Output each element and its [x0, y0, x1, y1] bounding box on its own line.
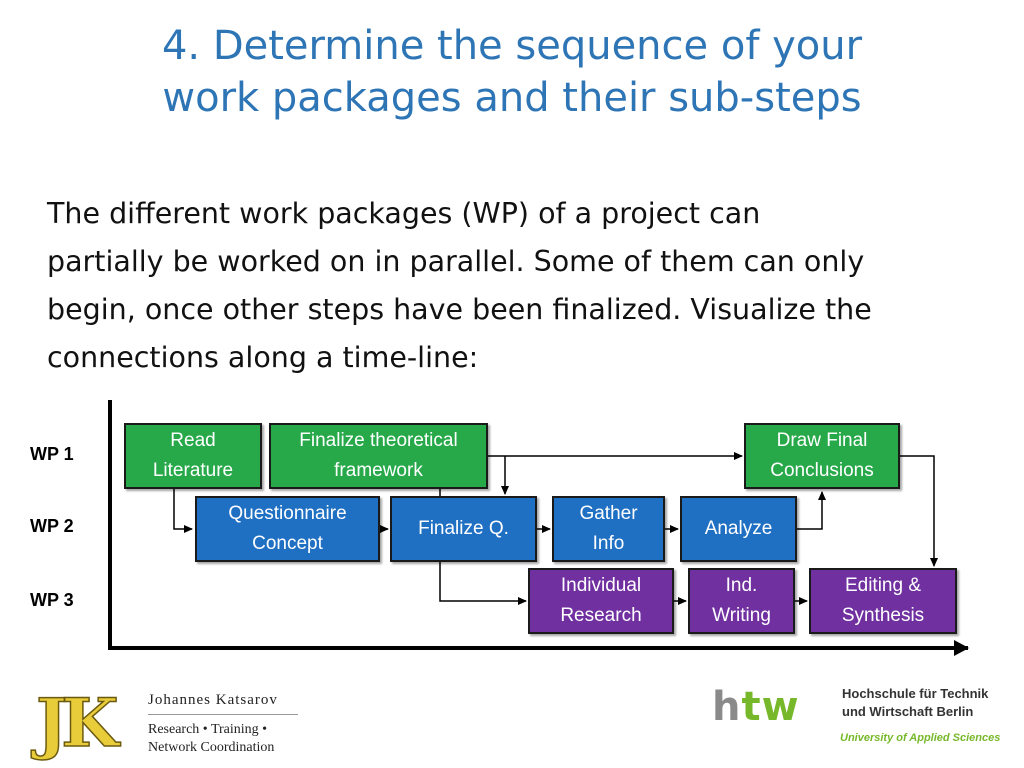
box-gather-info: Gather Info [552, 496, 665, 562]
slide-title-line-2: work packages and their sub-steps [162, 75, 862, 121]
htw-logo-line-1: Hochschule für Technik [842, 686, 989, 701]
htw-logo: htw Hochschule für Technik und Wirtschaf… [712, 682, 1002, 752]
htw-logo-line-3: University of Applied Sciences [840, 732, 1001, 744]
box-draw-final-conclusions: Draw Final Conclusions [744, 423, 900, 489]
jk-logo-letters: JK [35, 683, 119, 763]
box-ind-writing: Ind. Writing [688, 568, 795, 634]
jk-logo-tagline-2: Network Coordination [148, 740, 275, 755]
box-individual-research: Individual Research [528, 568, 674, 634]
jk-logo-name: Johannes Katsarov [148, 692, 278, 708]
jk-logo: JK Johannes Katsarov Research • Training… [35, 683, 306, 763]
row-label-wp1: WP 1 [30, 444, 74, 464]
connector-analyze-to-conclusions [797, 491, 826, 530]
box-read-literature: Read Literature [124, 423, 262, 489]
connector-conclusions-to-editing [900, 455, 938, 567]
box-analyze: Analyze [680, 496, 797, 562]
box-finalize-framework: Finalize theoretical framework [269, 423, 488, 489]
slide-title: 4. Determine the sequence of your work p… [0, 20, 1024, 124]
connector-read-to-questionnaire [173, 489, 193, 533]
box-editing-synthesis: Editing & Synthesis [809, 568, 957, 634]
row-label-wp2: WP 2 [30, 516, 74, 536]
jk-logo-tagline-1: Research • Training • [148, 722, 268, 737]
htw-logo-mark: htw [712, 684, 800, 730]
box-finalize-q: Finalize Q. [390, 496, 537, 562]
box-questionnaire-concept: Questionnaire Concept [195, 496, 380, 562]
htw-logo-mark-tw: tw [741, 684, 800, 730]
htw-logo-mark-h: h [712, 684, 742, 730]
body-text: The different work packages (WP) of a pr… [47, 197, 872, 374]
jk-logo-divider [148, 714, 298, 715]
slide-title-line-1: 4. Determine the sequence of your [161, 23, 863, 69]
row-label-wp3: WP 3 [30, 590, 74, 610]
htw-logo-line-2: und Wirtschaft Berlin [842, 704, 974, 719]
